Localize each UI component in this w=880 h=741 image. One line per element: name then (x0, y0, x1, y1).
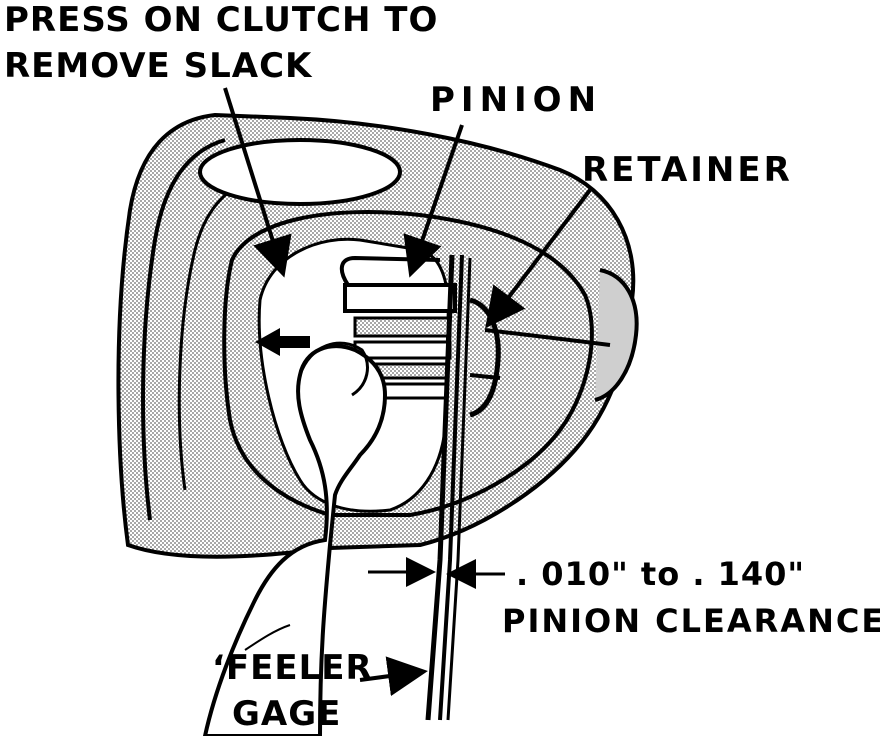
label-clearance-range: . 010" to . 140" (516, 555, 806, 593)
label-feeler: ‘FEELER (212, 648, 373, 688)
housing-rim-inner-2 (177, 178, 251, 491)
housing-slot (198, 138, 402, 206)
retainer-leader (485, 188, 592, 329)
label-press-on-clutch: PRESS ON CLUTCH TO (4, 0, 439, 40)
label-gage: GAGE (232, 694, 342, 734)
thumb (298, 341, 369, 397)
housing-rim-inner (141, 138, 226, 521)
feeler-leader (359, 656, 428, 697)
label-remove-slack: REMOVE SLACK (4, 46, 313, 86)
push-arrow-icon (255, 328, 310, 356)
press-leader (223, 87, 292, 278)
label-pinion-clearance: PINION CLEARANCE (502, 602, 880, 640)
pinion-leader (403, 124, 464, 278)
label-retainer: RETAINER (582, 150, 793, 190)
housing-ridge (594, 268, 639, 402)
armature-shaft (484, 328, 611, 347)
retainer-ring (469, 297, 501, 418)
label-pinion: PINION (430, 80, 603, 120)
